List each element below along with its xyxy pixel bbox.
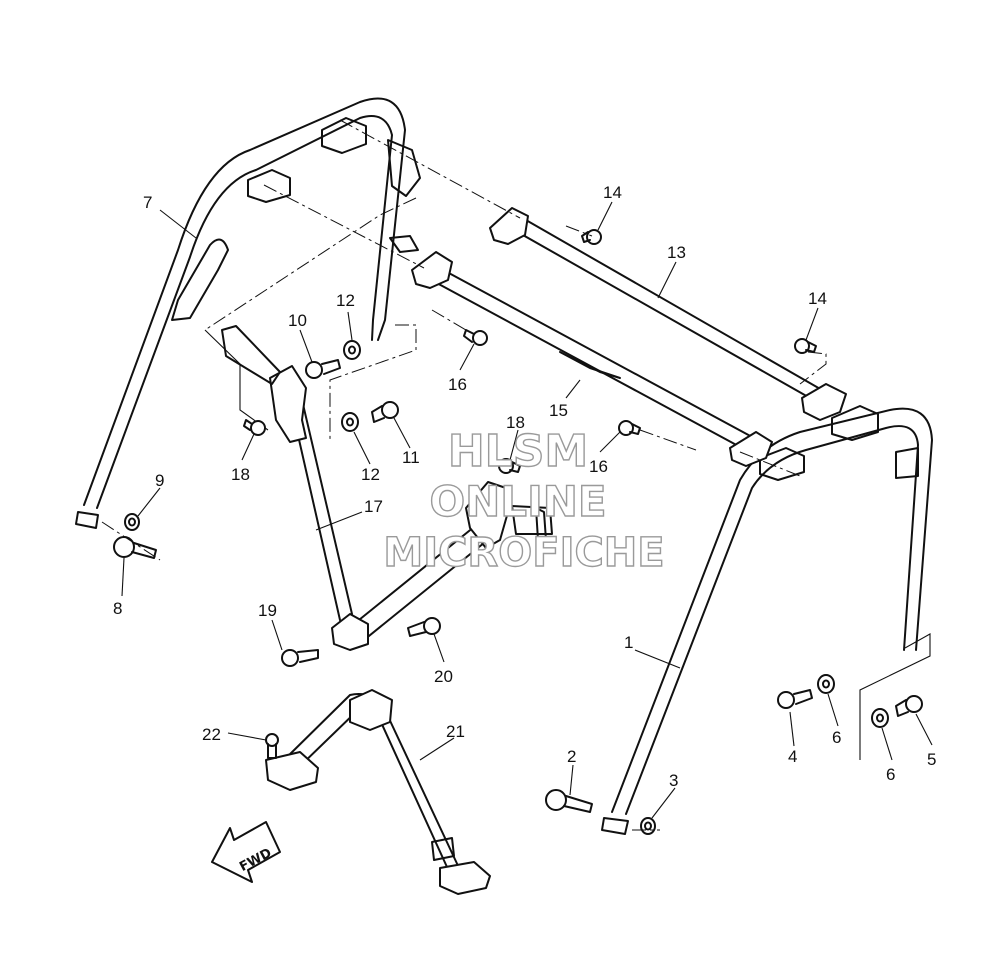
part-14-bolt-a[interactable] xyxy=(581,229,602,245)
callout-20: 20 xyxy=(434,667,453,686)
callout-12a: 12 xyxy=(336,291,355,310)
part-3-collar[interactable] xyxy=(640,817,656,835)
part-20-bolt[interactable] xyxy=(407,617,441,637)
part-11-bolt[interactable] xyxy=(371,401,399,423)
part-14-bolt-b[interactable] xyxy=(794,338,817,354)
callout-12b: 12 xyxy=(361,465,380,484)
callout-13: 13 xyxy=(667,243,686,262)
callout-10: 10 xyxy=(288,311,307,330)
callout-3: 3 xyxy=(669,771,678,790)
part-12-collar-a[interactable] xyxy=(343,340,361,360)
part-2-bolt[interactable] xyxy=(545,789,593,813)
fwd-arrow-icon: FWD xyxy=(211,821,281,883)
watermark: HLSM ONLINE MICROFICHE xyxy=(383,425,666,576)
callout-6a: 6 xyxy=(832,728,841,747)
part-15-front-cross-bar[interactable] xyxy=(411,251,773,467)
part-6-collar-b[interactable] xyxy=(871,708,889,728)
callout-22: 22 xyxy=(202,725,221,744)
part-19-bolt[interactable] xyxy=(281,649,319,667)
callout-21: 21 xyxy=(446,722,465,741)
callout-19: 19 xyxy=(258,601,277,620)
callout-5: 5 xyxy=(927,750,936,769)
part-18-bolt-b[interactable] xyxy=(498,458,521,474)
callout-16b: 16 xyxy=(589,457,608,476)
part-8-bolt[interactable] xyxy=(113,536,157,559)
callout-14a: 14 xyxy=(603,183,622,202)
part-21-lower-support[interactable] xyxy=(265,689,491,895)
callout-11: 11 xyxy=(402,448,420,467)
alignment-lines xyxy=(101,119,827,831)
callout-6b: 6 xyxy=(886,765,895,784)
part-22-bolt[interactable] xyxy=(265,733,279,759)
callout-17: 17 xyxy=(364,497,383,516)
part-7-roll-bar-left[interactable] xyxy=(75,97,421,529)
callout-8: 8 xyxy=(113,599,122,618)
part-4-bolt[interactable] xyxy=(777,689,813,709)
callout-1: 1 xyxy=(624,633,633,652)
part-6-collar-a[interactable] xyxy=(817,674,835,694)
callout-7: 7 xyxy=(143,193,152,212)
part-1-roll-bar-right[interactable] xyxy=(601,405,933,835)
watermark-line-3: MICROFICHE xyxy=(383,530,664,576)
part-18-bolt-a[interactable] xyxy=(243,419,266,436)
leader-lines xyxy=(121,201,933,819)
part-16-bolt-a[interactable] xyxy=(463,329,488,346)
callout-18a: 18 xyxy=(231,465,250,484)
part-16-bolt-b[interactable] xyxy=(618,420,641,436)
part-12-collar-b[interactable] xyxy=(341,412,359,432)
callout-9: 9 xyxy=(155,471,164,490)
part-9-collar[interactable] xyxy=(124,513,140,531)
watermark-line-2: ONLINE xyxy=(429,477,606,526)
callout-14b: 14 xyxy=(808,289,827,308)
callout-4: 4 xyxy=(788,747,797,766)
watermark-line-1: HLSM xyxy=(448,426,588,477)
callout-2: 2 xyxy=(567,747,576,766)
part-5-bolt[interactable] xyxy=(895,695,923,717)
callout-18b: 18 xyxy=(506,413,525,432)
callout-15: 15 xyxy=(549,401,568,420)
callout-labels: 1 2 3 4 5 6 6 7 8 9 10 11 12 12 13 14 14… xyxy=(113,183,936,790)
part-10-bolt[interactable] xyxy=(305,359,341,379)
callout-16a: 16 xyxy=(448,375,467,394)
part-17-center-support[interactable] xyxy=(204,325,553,651)
part-13-rear-cross-bar[interactable] xyxy=(489,207,847,421)
